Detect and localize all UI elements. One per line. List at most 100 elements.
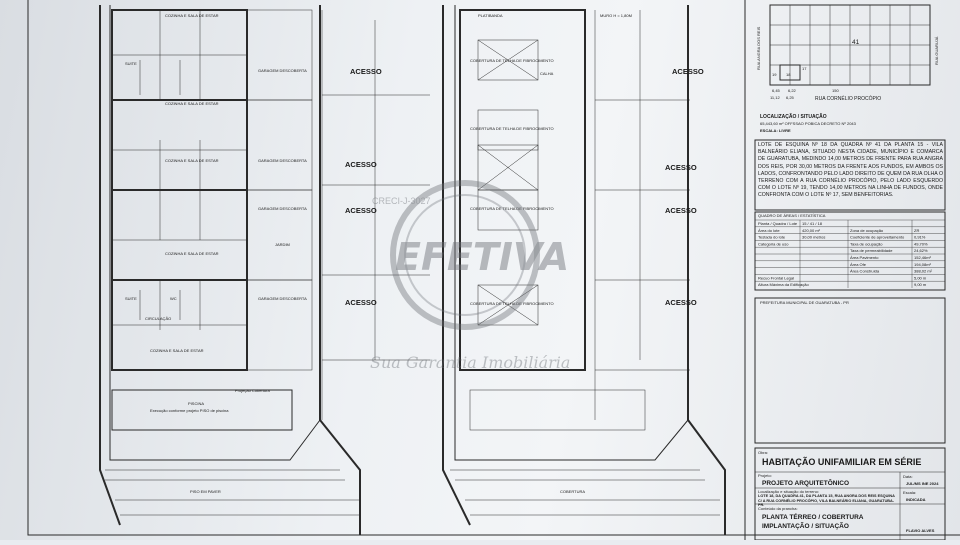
room-label-roof: COBERTURA DE TELHA DE FIBROCIMENTO: [470, 58, 554, 63]
dim-c: 6,25: [786, 95, 795, 100]
escala-value: INDICADA: [906, 497, 926, 502]
left-bottom-label: PISO EM PAVER: [190, 489, 221, 494]
escala-label: Escala:: [903, 490, 916, 495]
room-label-platibanda: PLATIBANDA: [478, 13, 503, 18]
area-row-label2: Área Construída: [850, 269, 880, 274]
area-row-label2: Coeficiente de aproveitamento: [850, 235, 905, 240]
room-label-muro: MURO H = 1,80M: [600, 13, 632, 18]
room-label-garage-4: GARAGEM DESCOBERTA: [258, 296, 307, 301]
left-lot-line-right: [319, 5, 361, 535]
area-row-label2: Taxa de ocupação: [850, 241, 883, 246]
room-label-circulation: CIRCULAÇÃO: [145, 316, 171, 321]
room-label-suite-2: SUITE: [125, 296, 137, 301]
watermark-brand: EFETIVA: [395, 235, 569, 279]
projeto-label: Projeto:: [758, 473, 772, 478]
dim-a: 6,45: [772, 88, 781, 93]
roof-acesso-label-2: ACESSO: [665, 163, 697, 172]
area-row-value2: 0,91%: [914, 235, 926, 240]
roof-plan: PLATIBANDA COBERTURA DE TELHA DE FIBROCI…: [442, 5, 726, 535]
obra-value: HABITAÇÃO UNIFAMILIAR EM SÉRIE: [762, 457, 921, 467]
acesso-label-2: ACESSO: [345, 160, 377, 169]
conteudo-2: IMPLANTAÇÃO / SITUAÇÃO: [762, 521, 849, 530]
prefeitura-box: [754, 297, 946, 444]
roof-acesso-label-1: ACESSO: [672, 67, 704, 76]
room-label-wc: WC: [170, 296, 177, 301]
autor-value: FLAVIO ALVES: [906, 528, 935, 533]
area-row-label2: Área Ofe: [850, 262, 867, 267]
lot-17: 17: [802, 66, 807, 71]
sheet-border: [27, 0, 960, 536]
local-label: Localização e situação do terreno:: [758, 489, 819, 494]
right-lot-line-right: [687, 5, 726, 535]
watermark-creci: CRECI-J-3027: [372, 196, 431, 206]
street-bottom-label: RUA CORNÉLIO PROCÓPIO: [815, 95, 881, 102]
location-map: RUA ANGRA DOS REIS RUA GUARUJÁ RUA CORNÉ…: [756, 4, 939, 133]
title-block: Obra: HABITAÇÃO UNIFAMILIAR EM SÉRIE Pro…: [754, 447, 946, 541]
area-row-label: Altura Máxima da Edificação: [758, 282, 809, 287]
street-right-label: RUA GUARUJÁ: [934, 36, 939, 65]
left-pool: [111, 389, 293, 431]
watermark: EFETIVA CRECI-J-3027 Sua Garantia Imobil…: [370, 180, 570, 372]
lot-description: LOTE DE ESQUINA Nº 18 DA QUADRA Nº 41 DA…: [758, 142, 943, 199]
pool-note: Execução conforme projeto PISO de piscin…: [150, 408, 229, 413]
area-row-label: Categoria de uso: [758, 241, 789, 246]
area-row-value: 15 / 41 / 18: [802, 221, 823, 226]
area-row-value2: 5,00 m: [914, 275, 927, 280]
street-top-label: RUA ANGRA DOS REIS: [756, 26, 761, 70]
watermark-slogan: Sua Garantia Imobiliária: [370, 353, 570, 372]
room-label-roof-3: COBERTURA DE TELHA DE FIBROCIMENTO: [470, 206, 554, 211]
prefeitura-label: PREFEITURA MUNICIPAL DE GUARATUBA - PR: [760, 300, 849, 305]
area-row-value2: 152,46m²: [914, 255, 932, 260]
area-row-value: 30,00 metros: [802, 235, 825, 240]
projeto-value: PROJETO ARQUITETÔNICO: [762, 478, 849, 487]
conteudo-1: PLANTA TÉRREO / COBERTURA: [762, 512, 864, 521]
area-row-label: Planta / Quadra / Lote: [758, 221, 798, 226]
room-label-garage: GARAGEM DESCOBERTA: [258, 68, 307, 73]
watermark-ring: [390, 180, 540, 330]
right-lot-line: [442, 5, 471, 526]
area-row-value2: 194,08m²: [914, 262, 932, 267]
right-bottom-label: COBERTURA: [560, 489, 585, 494]
area-row-label: Testada do lote: [758, 235, 786, 240]
dim-e: 150: [832, 88, 839, 93]
area-row-value2: 24,62%: [914, 248, 928, 253]
area-row-value: 420,00 m²: [802, 228, 821, 233]
dim-d: 11,12: [770, 95, 780, 100]
room-label-suite: SUITE: [125, 61, 137, 66]
room-label-calha: CALHA: [540, 71, 554, 76]
acesso-label-1: ACESSO: [350, 67, 382, 76]
area-row-value2: 388,02 m²: [914, 269, 933, 274]
room-label-kitchen-3: COZINHA E SALA DE ESTAR: [165, 158, 219, 163]
area-row-label2: Área Pavimento: [850, 255, 879, 260]
unit-2: [111, 99, 248, 191]
local-value: LOTE 18, DA QUADRA 41, DA PLANTA 15, RUA…: [758, 494, 895, 506]
data-value: JUL/MS INE 2024: [906, 481, 939, 486]
room-label-garage-3: GARAGEM DESCOBERTA: [258, 206, 307, 211]
area-row-label2: Zona de ocupação: [850, 228, 884, 233]
area-row-label: Recuo Frontal Legal: [758, 275, 794, 280]
location-title: LOCALIZAÇÃO / SITUAÇÃO: [760, 113, 827, 120]
dim-b: 6,22: [788, 88, 797, 93]
room-label-kitchen-5: COZINHA E SALA DE ESTAR: [150, 348, 204, 353]
roof-projection-label: Projeção Cobertura: [235, 388, 270, 393]
location-scale: ESCALA: LIVRE: [760, 128, 791, 133]
left-lot-line: [99, 5, 121, 526]
left-inner-wall: [109, 5, 321, 461]
acesso-label-4: ACESSO: [345, 298, 377, 307]
obra-label: Obra:: [758, 450, 768, 455]
lot-19: 19: [772, 72, 777, 77]
room-label-roof-4: COBERTURA DE TELHA DE FIBROCIMENTO: [470, 301, 554, 306]
description-fo: LOTE DE ESQUINA Nº 18 DA QUADRA Nº 41 DA…: [758, 142, 943, 199]
room-label-kitchen-2: COZINHA E SALA DE ESTAR: [165, 101, 219, 106]
area-row-value2: ZR: [914, 228, 919, 233]
area-row-value2: 49,70%: [914, 241, 928, 246]
room-label-kitchen-4: COZINHA E SALA DE ESTAR: [165, 251, 219, 256]
room-label-kitchen: COZINHA E SALA DE ESTAR: [165, 13, 219, 18]
ground-floor-plan: COZINHA E SALA DE ESTAR SUITE GARAGEM DE…: [99, 5, 430, 535]
location-decree: 65,443,60 m² OFFSSAO POBICA DECRETO Nº 2…: [760, 121, 857, 126]
conteudo-label: Conteúdo da prancha:: [758, 506, 798, 511]
area-table: QUADRO DE ÁREAS / ESTATÍSTICA Planta / Q…: [754, 211, 946, 291]
